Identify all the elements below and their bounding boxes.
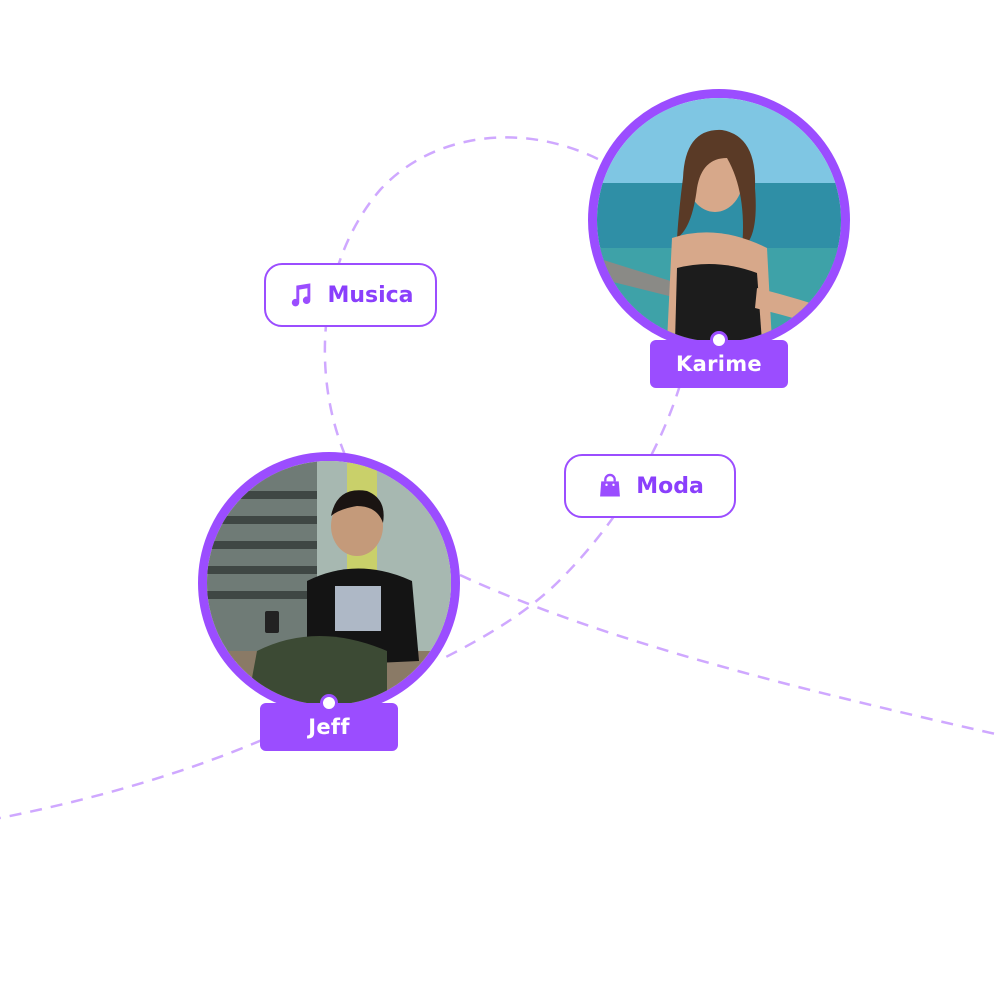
- jeff-name-tag: Jeff: [260, 694, 398, 751]
- jeff-photo: [207, 461, 451, 705]
- dashed-line-jeff-left: [0, 738, 263, 820]
- karime-name: Karime: [676, 352, 762, 376]
- dashed-line-karime-to-jeff: [439, 384, 682, 662]
- moda-label: Moda: [636, 473, 704, 499]
- jeff-name: Jeff: [308, 715, 350, 739]
- dashed-line-jeff-right: [459, 573, 1000, 737]
- karime-name-tag: Karime: [650, 331, 788, 388]
- interest-tag-moda[interactable]: Moda: [564, 454, 736, 518]
- dashed-line-musica-arc: [323, 136, 601, 456]
- music-note-icon: [292, 283, 311, 307]
- karime-connection-dot: [710, 331, 728, 349]
- interest-tag-musica[interactable]: Musica: [264, 263, 437, 327]
- karime-photo: [597, 98, 841, 342]
- musica-label: Musica: [327, 282, 414, 308]
- shopping-bag-icon: [600, 473, 621, 497]
- karime-avatar[interactable]: [588, 89, 850, 351]
- jeff-avatar[interactable]: [198, 452, 460, 714]
- jeff-connection-dot: [320, 694, 338, 712]
